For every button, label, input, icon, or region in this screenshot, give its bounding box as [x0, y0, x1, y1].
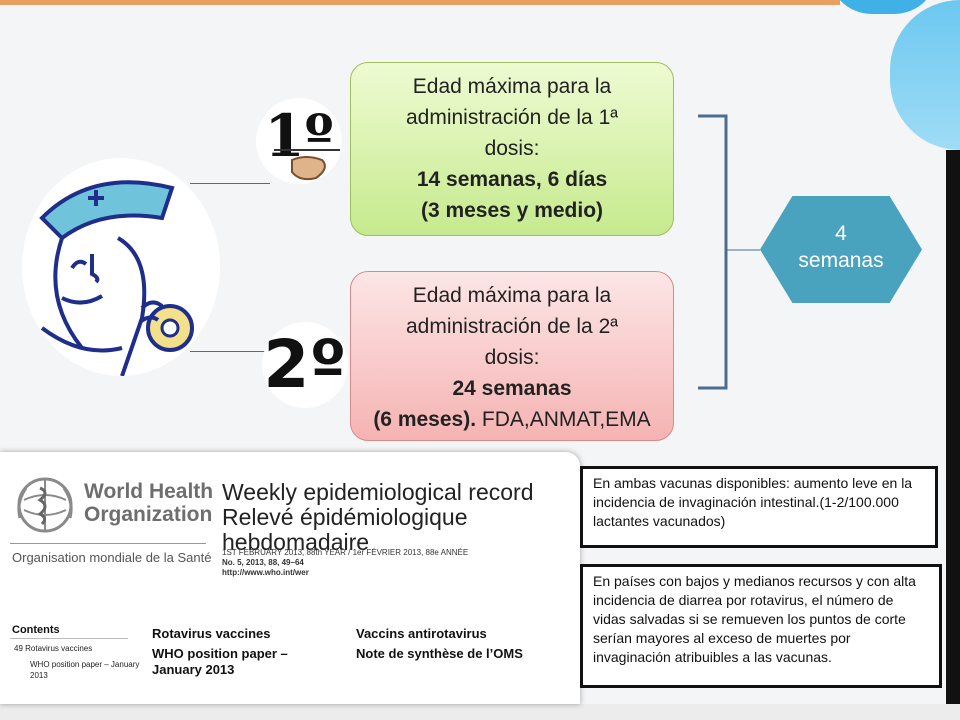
wer-issue: No. 5, 2013, 88, 49–64	[222, 558, 304, 567]
article-fr-line-1: Vaccins antirotavirus	[356, 626, 487, 641]
hand-icon	[274, 149, 340, 181]
first-dose-line-2: administración de la 1ª	[405, 106, 619, 129]
wer-title: Weekly epidemiological record Relevé épi…	[222, 480, 580, 555]
wer-url: http://www.who.int/wer	[222, 568, 309, 577]
second-dose-line-2: administración de la 2ª	[405, 315, 619, 338]
wer-title-fr: Relevé épidémiologique hebdomadaire	[222, 504, 468, 555]
who-org-name-line-1: World Health	[84, 480, 214, 503]
second-dose-agencies: FDA,ANMAT,EMA	[476, 408, 651, 431]
second-dose-line-3: dosis:	[484, 346, 540, 369]
who-org-name-line-2: Organization	[84, 503, 213, 526]
article-en-line-2: WHO position paper –	[152, 646, 288, 661]
article-en-line-1: Rotavirus vaccines	[152, 626, 271, 641]
first-dose-age-months: (3 meses y medio)	[420, 199, 604, 222]
who-org-name-fr: Organisation mondiale de la Santé	[12, 550, 212, 565]
second-dose-box: Edad máxima para la administración de la…	[350, 271, 674, 441]
second-dose-age-weeks: 24 semanas	[452, 377, 572, 400]
nurse-icon	[39, 180, 194, 376]
second-dose-line-1: Edad máxima para la	[412, 284, 612, 307]
second-dose-badge: 2º	[262, 322, 348, 408]
first-dose-line-1: Edad máxima para la	[412, 75, 612, 98]
right-edge-bar	[946, 150, 960, 720]
interval-unit: semanas	[798, 249, 884, 272]
wer-title-en: Weekly epidemiological record	[222, 479, 534, 505]
first-dose-age-weeks: 14 semanas, 6 días	[416, 168, 608, 191]
second-dose-badge-text: 2º	[263, 326, 347, 403]
second-dose-age-months: (6 meses).	[373, 408, 477, 431]
contents-heading: Contents	[12, 624, 60, 636]
who-divider	[10, 543, 206, 544]
who-emblem-icon	[17, 477, 73, 533]
top-blue-shape	[828, 0, 938, 14]
interval-number: 4	[835, 222, 847, 245]
first-dose-box: Edad máxima para la administración de la…	[350, 62, 674, 236]
contents-item-1: 49 Rotavirus vaccines	[14, 644, 93, 653]
contents-item-3: 2013	[30, 671, 48, 680]
article-fr-line-2: Note de synthèse de l’OMS	[356, 646, 523, 661]
contents-item-2: WHO position paper – January	[30, 660, 140, 669]
wer-meta: 1ST FEBRUARY 2013, 88th YEAR / 1er FÉVRI…	[222, 548, 468, 578]
second-dose-age-months-line: (6 meses). FDA,ANMAT,EMA	[351, 404, 673, 435]
intussusception-note: En ambas vacunas disponibles: aumento le…	[580, 466, 938, 548]
wer-date: 1ST FEBRUARY 2013, 88th YEAR / 1er FÉVRI…	[222, 548, 469, 557]
top-accent-bar	[0, 0, 840, 5]
connector-top	[190, 183, 270, 184]
doctor-illustration	[22, 158, 220, 376]
bottom-strip	[0, 704, 960, 720]
article-en-line-3: January 2013	[152, 662, 235, 677]
first-dose-badge: 1º	[256, 98, 342, 184]
contents-divider	[10, 638, 128, 639]
first-dose-line-3: dosis:	[484, 137, 540, 160]
benefit-risk-note: En países con bajos y medianos recursos …	[580, 564, 942, 688]
article-heading-en: Rotavirus vaccines WHO position paper – …	[152, 626, 288, 678]
who-org-name: World Health Organization	[84, 480, 213, 526]
interval-hexagon: 4 semanas	[760, 196, 922, 303]
article-heading-fr: Vaccins antirotavirus Note de synthèse d…	[356, 626, 523, 662]
who-document-excerpt: World Health Organization Organisation m…	[0, 452, 580, 704]
connector-bottom	[190, 351, 270, 352]
